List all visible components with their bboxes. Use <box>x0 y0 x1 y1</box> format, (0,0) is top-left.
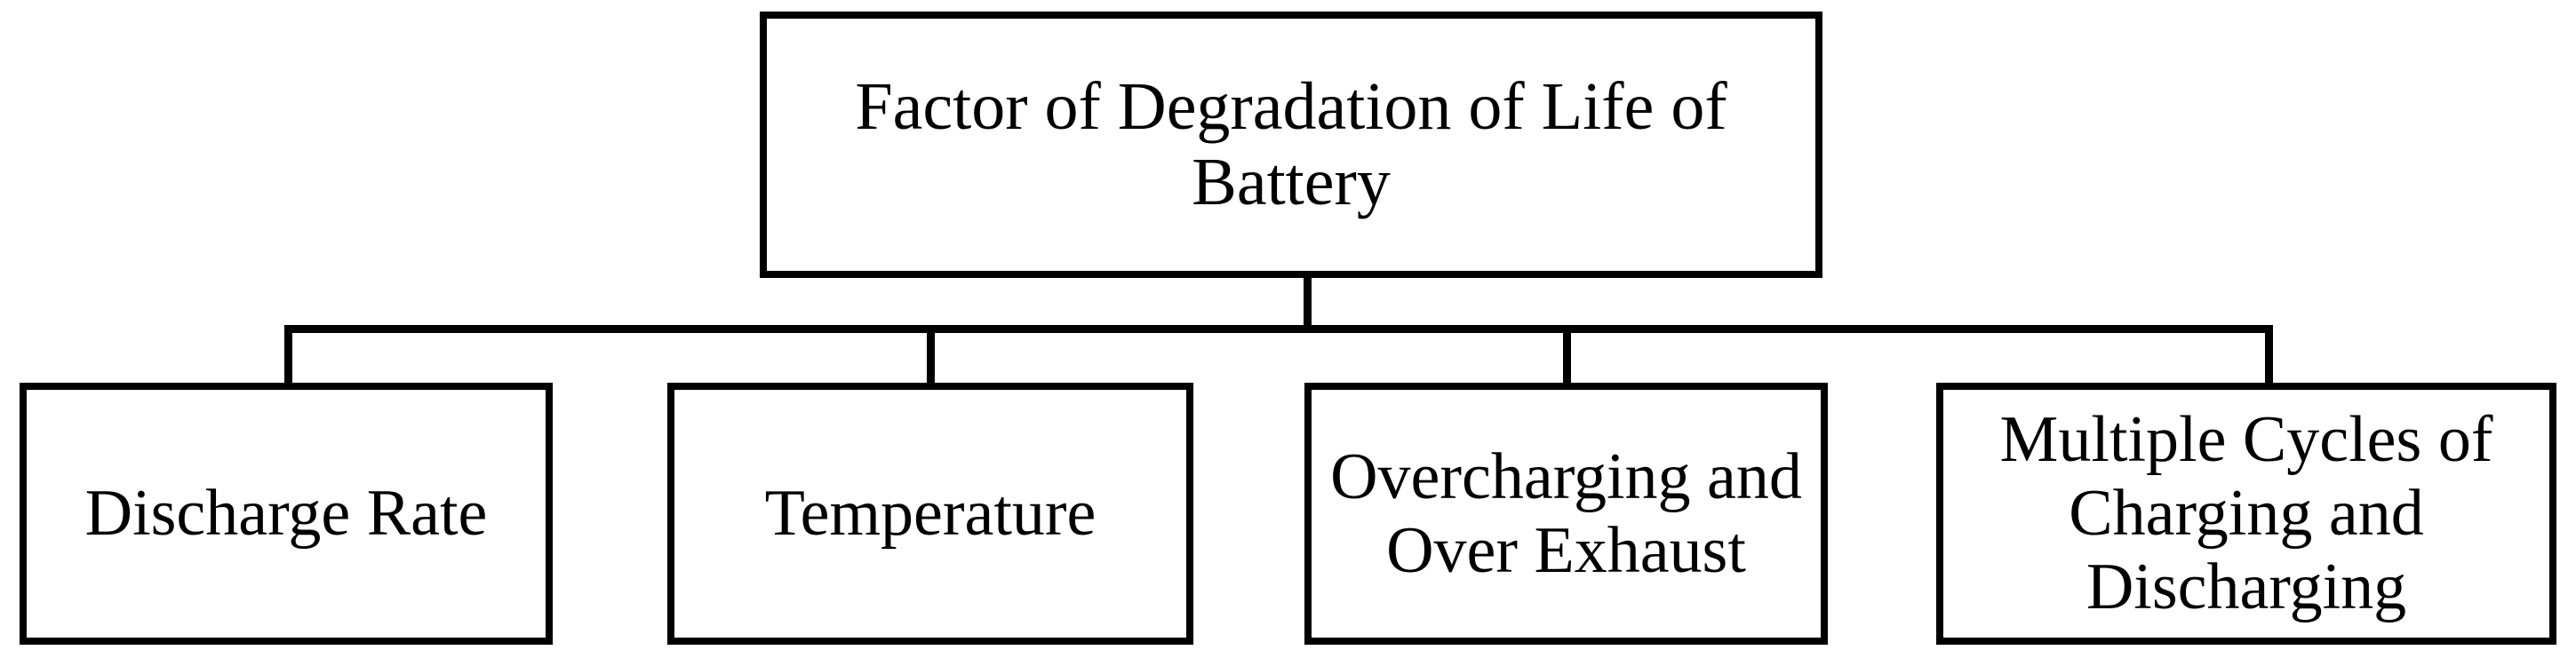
node-temperature: Temperature <box>667 383 1193 645</box>
node-discharge-rate: Discharge Rate <box>20 383 553 645</box>
node-multiple-cycles-of-charging-and-discharging: Multiple Cycles of Charging and Discharg… <box>1936 383 2556 645</box>
connector-drop-temperature <box>927 325 935 385</box>
node-overcharging-and-over-exhaust-label: Overcharging and Over Exhaust <box>1330 440 1802 587</box>
connector-drop-multiple-cycles <box>2265 325 2273 385</box>
node-multiple-cycles-of-charging-and-discharging-label: Multiple Cycles of Charging and Discharg… <box>1999 403 2493 623</box>
connector-drop-overcharging <box>1563 325 1571 385</box>
connector-drop-discharge-rate <box>284 325 292 385</box>
node-overcharging-and-over-exhaust: Overcharging and Over Exhaust <box>1304 383 1828 645</box>
connector-horizontal-bus <box>284 325 2273 333</box>
connector-root-stem <box>1304 276 1312 328</box>
node-root: Factor of Degradation of Life of Battery <box>760 12 1822 278</box>
node-temperature-label: Temperature <box>764 477 1097 551</box>
node-root-label: Factor of Degradation of Life of Battery <box>855 68 1727 219</box>
node-discharge-rate-label: Discharge Rate <box>84 477 488 551</box>
